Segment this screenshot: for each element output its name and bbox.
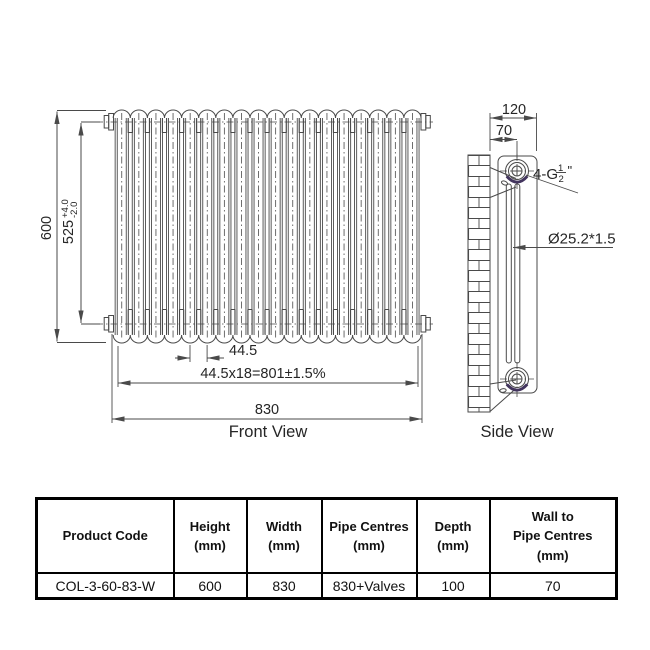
dim-44-5 — [175, 345, 224, 362]
spec-header-1: Height (mm) — [172, 497, 248, 574]
side-view-drawing — [467, 113, 613, 413]
dim-label-120: 120 — [502, 102, 526, 118]
spec-header-2: Width (mm) — [245, 497, 323, 574]
spec-header-line: Depth — [434, 518, 472, 534]
side-view-label: Side View — [480, 423, 553, 441]
dim-label-525-group: 525 +4.0 -2.0 — [60, 199, 80, 244]
spec-header-line: Wall to — [531, 508, 574, 524]
thread-label-suffix: " — [568, 163, 573, 178]
spec-header-line: Width — [266, 518, 302, 534]
thread-label-prefix: 4-G — [533, 166, 558, 183]
wall-bracket-bottom — [489, 379, 517, 412]
spec-header-line: (mm) — [536, 547, 569, 563]
bottom-port — [500, 362, 534, 397]
dim-label-44-5x18: 44.5x18=801±1.5% — [200, 366, 325, 382]
thread-frac-denominator: 2 — [559, 174, 564, 185]
leader-thread — [525, 172, 579, 194]
tube-spec-label: Ø25.2*1.5 — [548, 231, 616, 248]
radiator-columns — [112, 109, 422, 344]
column-lines — [114, 118, 420, 335]
column-lines — [112, 109, 422, 344]
column-slot-2 — [514, 183, 521, 364]
spec-header-0: Product Code — [35, 497, 175, 574]
dim-label-830: 830 — [255, 402, 279, 418]
spec-cell: 830 — [245, 572, 323, 600]
spec-header-line: Height — [189, 518, 231, 534]
column-lines — [121, 113, 413, 340]
spec-header-line: (mm) — [194, 538, 226, 553]
line-art — [54, 109, 613, 423]
dim-label-70: 70 — [496, 123, 512, 139]
header-centerlines — [96, 121, 433, 325]
front-view-radiator — [96, 109, 433, 344]
wall-bracket-top — [489, 167, 517, 198]
spec-cell: 830+Valves — [320, 572, 418, 600]
radiator-body-side — [497, 155, 538, 394]
wall-brick-section — [467, 154, 491, 413]
dim-44-5x18 — [117, 346, 419, 387]
spec-header-line: (mm) — [437, 538, 469, 553]
thread-frac-numerator: 1 — [558, 163, 563, 174]
spec-header-3: Pipe Centres (mm) — [320, 497, 418, 574]
dim-label-44-5: 44.5 — [229, 343, 257, 359]
column-slot-1 — [505, 183, 512, 364]
spec-header-line: Product Code — [62, 528, 148, 544]
column-lines — [127, 118, 407, 335]
dim-label-525: 525 — [61, 220, 77, 244]
spec-cell: 70 — [488, 572, 618, 600]
dim-525 — [78, 121, 100, 325]
technical-drawing: 600 525 +4.0 -2.0 44.5 44.5x18=801±1.5% … — [39, 102, 616, 441]
spec-cell: 100 — [415, 572, 491, 600]
dim-label-525-tol-plus: +4.0 — [60, 199, 71, 218]
dim-70 — [490, 136, 518, 158]
dim-830 — [111, 334, 423, 423]
top-port — [500, 154, 534, 189]
front-view-label: Front View — [229, 423, 308, 441]
spec-header-line: Pipe Centres — [513, 528, 593, 544]
spec-header-line: (mm) — [353, 538, 385, 553]
spec-header-5: Wall to Pipe Centres (mm) — [488, 497, 618, 574]
spec-header-line: (mm) — [268, 538, 300, 553]
spec-cell: COL-3-60-83-W — [35, 572, 175, 600]
drawing-text: 600 525 +4.0 -2.0 44.5 44.5x18=801±1.5% … — [39, 102, 616, 441]
spec-header-4: Depth (mm) — [415, 497, 491, 574]
dim-600 — [54, 110, 106, 343]
dim-label-600: 600 — [39, 216, 55, 240]
dim-label-525-tol-minus: -2.0 — [69, 202, 80, 218]
spec-header-line: Pipe Centres — [329, 518, 409, 534]
dim-120 — [489, 113, 537, 151]
spec-cell: 600 — [172, 572, 248, 600]
port-shadows — [505, 175, 529, 392]
